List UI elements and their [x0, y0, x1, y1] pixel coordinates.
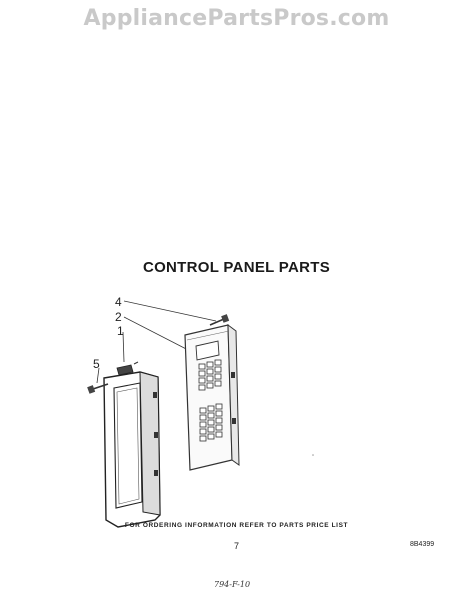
- control-board-part-2: [184, 323, 240, 471]
- callout-5: 5: [93, 357, 100, 371]
- callout-1: 1: [117, 324, 124, 338]
- callout-4: 4: [115, 295, 122, 309]
- handwritten-note: 794-F-10: [214, 580, 251, 589]
- leader-line-1: [122, 331, 125, 363]
- screw-part-5: [87, 383, 109, 394]
- site-watermark: AppliancePartsPros.com: [83, 6, 390, 31]
- front-frame-part-1: [103, 361, 161, 528]
- ordering-information-note: FOR ORDERING INFORMATION REFER TO PARTS …: [124, 522, 349, 529]
- leader-line-2: [123, 316, 195, 354]
- page-number: 7: [233, 541, 239, 551]
- screw-part-4: [209, 314, 230, 326]
- diagram-title: CONTROL PANEL PARTS: [142, 259, 331, 276]
- leader-lines: [96, 300, 217, 384]
- document-code: 8B4399: [410, 541, 435, 548]
- leader-line-4: [123, 300, 217, 322]
- scan-speck: [312, 454, 314, 456]
- callout-2: 2: [115, 310, 122, 324]
- leader-line-5: [96, 367, 100, 384]
- scan-speck: [321, 522, 323, 524]
